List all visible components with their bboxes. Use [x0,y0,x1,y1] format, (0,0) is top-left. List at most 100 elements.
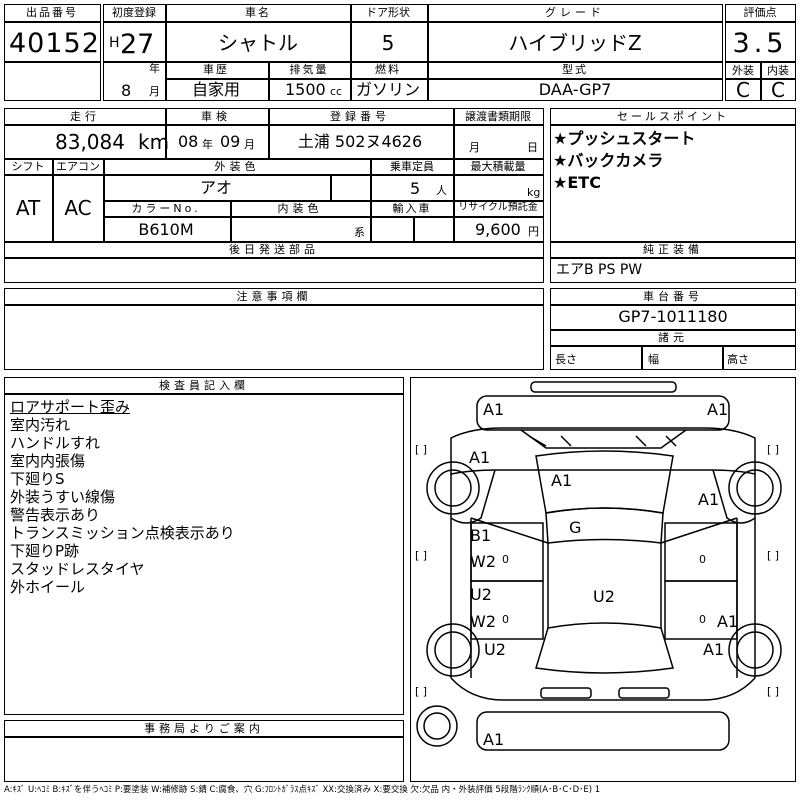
damage-right-rear-door: A1 [717,612,739,631]
car-name: シャトル [218,31,298,55]
damage-trunk: U2 [593,587,615,606]
score: 3.5 [732,28,788,59]
history: 自家用 [191,80,241,99]
inspector-note: 室内内張傷 [10,452,86,470]
fuel: ガソリン [355,80,421,99]
lot-box [4,4,101,101]
damage-left-front-door-a: B1 [470,526,492,545]
notes-box [4,288,544,370]
bracket-right-top: [ ] [767,443,780,456]
damage-left-front-door-b: W2 [470,552,496,571]
inspector-notes-header: 検査員記入欄 [159,379,249,392]
aircon: AC [64,196,92,220]
bracket-left-mid: [ ] [415,549,428,562]
bracket-right-bottom: [ ] [767,685,780,698]
damage-front-bumper-left: A1 [483,400,505,419]
damage-rear-left-quarter: U2 [484,640,506,659]
displacement: 1500 [285,80,326,99]
max-load-header: 最大積載量 [470,160,526,173]
transfer-month: 月 [469,141,480,154]
color-no: B610M [138,220,194,239]
inspection-year: 08 [178,132,199,151]
inspection-month-unit: 月 [244,138,255,151]
inspector-note: 下廻りP跡 [10,542,80,560]
sales-point-1: ★プッシュスタート [553,129,696,148]
shift-header: シフト [11,160,45,173]
recycle: 9,600 [475,220,521,239]
capacity: 5 [410,179,421,198]
inspector-note: ハンドルすれ [10,434,101,452]
damage-front-right-fender: A1 [698,490,720,509]
length-label: 長さ [555,353,577,366]
sales-points-box [550,108,796,283]
aircon-header: エアコン [56,160,100,173]
chassis-no: GP7-1011180 [618,307,728,326]
capacity-header: 乗車定員 [390,160,434,173]
ext-color-header: 外装色 [214,160,260,173]
max-load-unit: kg [527,186,541,199]
model-code-header: 型式 [562,63,588,76]
dimensions-header: 諸元 [658,331,688,344]
reg-no: 土浦 502ヌ4626 [297,132,423,151]
inspector-note: 室内汚れ [10,416,71,434]
ext-color: アオ [199,178,233,197]
genuine-equip: エアB PS PW [556,262,643,278]
car-outline [416,381,782,751]
damage-front-bumper-right: A1 [707,400,729,419]
door-zero-right-b: 0 [699,613,706,626]
era: H [109,35,120,51]
displacement-header: 排気量 [289,63,329,76]
mileage: 83,084 [55,130,125,154]
damage-left-rear-door-b: W2 [470,612,496,631]
header-main-box [103,4,723,101]
inspector-note: ロアサポート歪み [10,398,131,416]
shift: AT [15,196,41,220]
car-name-header: 車名 [245,6,271,19]
damage-hood: A1 [551,471,573,490]
inspector-note: 下廻りS [10,470,65,488]
interior-grade: C [771,78,785,102]
door-zero-left-b: 0 [502,613,509,626]
door-count: 5 [381,31,395,55]
transfer-docs-header: 譲渡書類期限 [465,110,531,123]
inspector-notes-list: ロアサポート歪み 室内汚れ ハンドルすれ 室内内張傷 下廻りS 外装うすい線傷 … [10,396,400,596]
legend: A:ｷｽﾞ U:ﾍｺﾐ B:ｷｽﾞを伴うﾍｺﾐ P:要塗装 W:補修跡 S:錆 … [4,785,601,795]
capacity-unit: 人 [436,184,447,197]
height-label: 高さ [727,353,749,366]
damage-front-left-fender: A1 [469,448,491,467]
color-no-header: カラーNo. [131,202,201,215]
recycle-header: リサイクル預託金 [458,202,538,213]
displacement-unit: cc [330,85,343,98]
history-header: 車歴 [203,63,229,76]
int-color-unit: 系 [354,226,365,239]
exterior-header: 外装 [732,64,754,77]
door-type-header: ドア形状 [366,6,410,19]
import-header: 輸入車 [392,202,432,215]
year-unit: 年 [149,62,160,75]
grade-header: グレード [545,6,605,19]
inspection-year-unit: 年 [202,138,213,151]
int-color-header: 内装色 [277,202,323,215]
exterior-grade: C [736,78,750,102]
recycle-unit: 円 [528,225,539,238]
sales-point-3: ★ETC [553,173,601,192]
damage-rear-right-quarter: A1 [703,640,725,659]
score-header: 評価点 [743,6,777,19]
inspector-note: 外ホイール [10,578,86,596]
inspector-note: スタッドレスタイヤ [10,560,145,578]
reg-month: 8 [121,81,132,100]
inspector-note: 外装うすい線傷 [10,488,116,506]
model-code: DAA-GP7 [538,80,612,99]
first-reg-header: 初度登録 [112,6,156,19]
office-notice-header: 事務局よりご案内 [144,722,264,735]
reg-year: 27 [120,29,155,60]
lot-no: 40152 [9,28,100,59]
mileage-unit: km [138,130,170,154]
door-zero-left-a: 0 [502,553,509,566]
inspector-note: トランスミッション点検表示あり [10,524,235,542]
office-notice-box [4,720,404,782]
door-zero-right-a: 0 [699,553,706,566]
grade: ハイブリッドZ [508,31,642,55]
bracket-right-mid: [ ] [767,549,780,562]
inspector-notes-box [4,377,404,715]
